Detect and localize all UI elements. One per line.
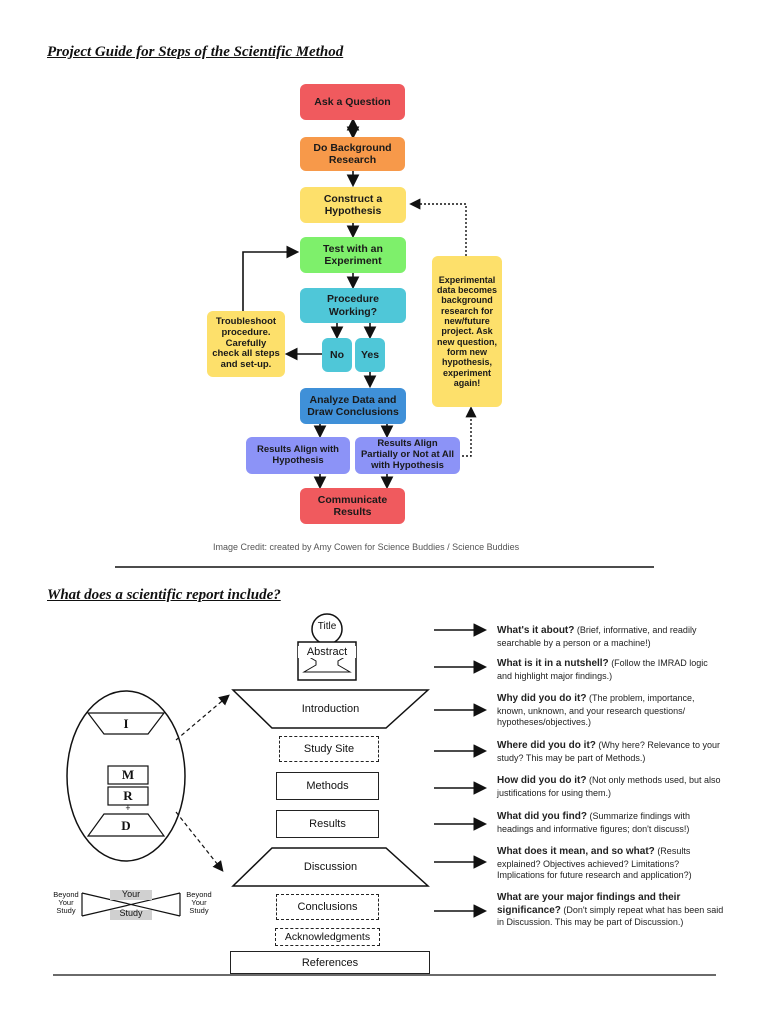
part-discussion: Discussion — [303, 861, 358, 873]
question-study-site: Where did you do it? (Why here? Relevanc… — [497, 740, 720, 763]
question-discussion: What does it mean, and so what? (Results… — [497, 846, 692, 880]
imrad-m: M — [121, 767, 135, 782]
report-diagram-shapes — [53, 613, 716, 976]
flow-communicate-results: Communicate Results — [300, 488, 405, 524]
flow-procedure-working: Procedure Working? — [300, 288, 406, 323]
flow-results-align: Results Align with Hypothesis — [246, 437, 350, 474]
question-abstract: What is it in a nutshell? (Follow the IM… — [497, 658, 708, 681]
flow-analyze-data: Analyze Data and Draw Conclusions — [300, 388, 406, 424]
imrad-r: R — [123, 788, 133, 803]
beyond-study-left: Beyond Your Study — [53, 890, 79, 915]
report-heading: What does a scientific report include? — [47, 587, 281, 603]
question-results: What did you find? (Summarize findings w… — [497, 811, 691, 834]
beyond-study-right: Beyond Your Study — [186, 890, 212, 915]
question-methods: How did you do it? (Not only methods use… — [497, 775, 721, 798]
part-introduction: Introduction — [301, 703, 360, 715]
part-results: Results — [276, 810, 379, 838]
flow-construct-hypothesis: Construct a Hypothesis — [300, 187, 406, 223]
your-label: Your — [121, 889, 141, 899]
imrad-i: I — [123, 715, 129, 731]
study-label: Study — [119, 908, 143, 918]
question-title: What's it about? (Brief, informative, an… — [497, 625, 697, 648]
flow-test-experiment: Test with an Experiment — [300, 237, 406, 273]
flowchart-connectors — [115, 117, 654, 568]
part-methods: Methods — [276, 772, 379, 800]
flow-ask-question: Ask a Question — [300, 84, 405, 120]
part-references: References — [230, 951, 430, 974]
imrad-plus: + — [125, 803, 131, 813]
part-title: Title — [317, 621, 337, 632]
part-study-site: Study Site — [279, 736, 379, 762]
part-acknowledgments: Acknowledgments — [275, 928, 380, 946]
part-abstract: Abstract — [298, 646, 356, 658]
flow-experimental-data: Experimental data becomes background res… — [432, 256, 502, 407]
question-conclusions: What are your major findings and their s… — [497, 892, 724, 927]
flowchart-heading: Project Guide for Steps of the Scientifi… — [47, 44, 344, 60]
question-introduction: Why did you do it? (The problem, importa… — [497, 693, 695, 727]
flow-yes: Yes — [355, 338, 385, 372]
part-conclusions: Conclusions — [276, 894, 379, 920]
flow-troubleshoot: Troubleshoot procedure. Carefully check … — [207, 311, 285, 377]
image-credit: Image Credit: created by Amy Cowen for S… — [213, 542, 520, 552]
flow-results-partial: Results Align Partially or Not at All wi… — [355, 437, 460, 474]
flow-no: No — [322, 338, 352, 372]
imrad-d: D — [121, 817, 131, 833]
flow-background-research: Do Background Research — [300, 137, 405, 171]
